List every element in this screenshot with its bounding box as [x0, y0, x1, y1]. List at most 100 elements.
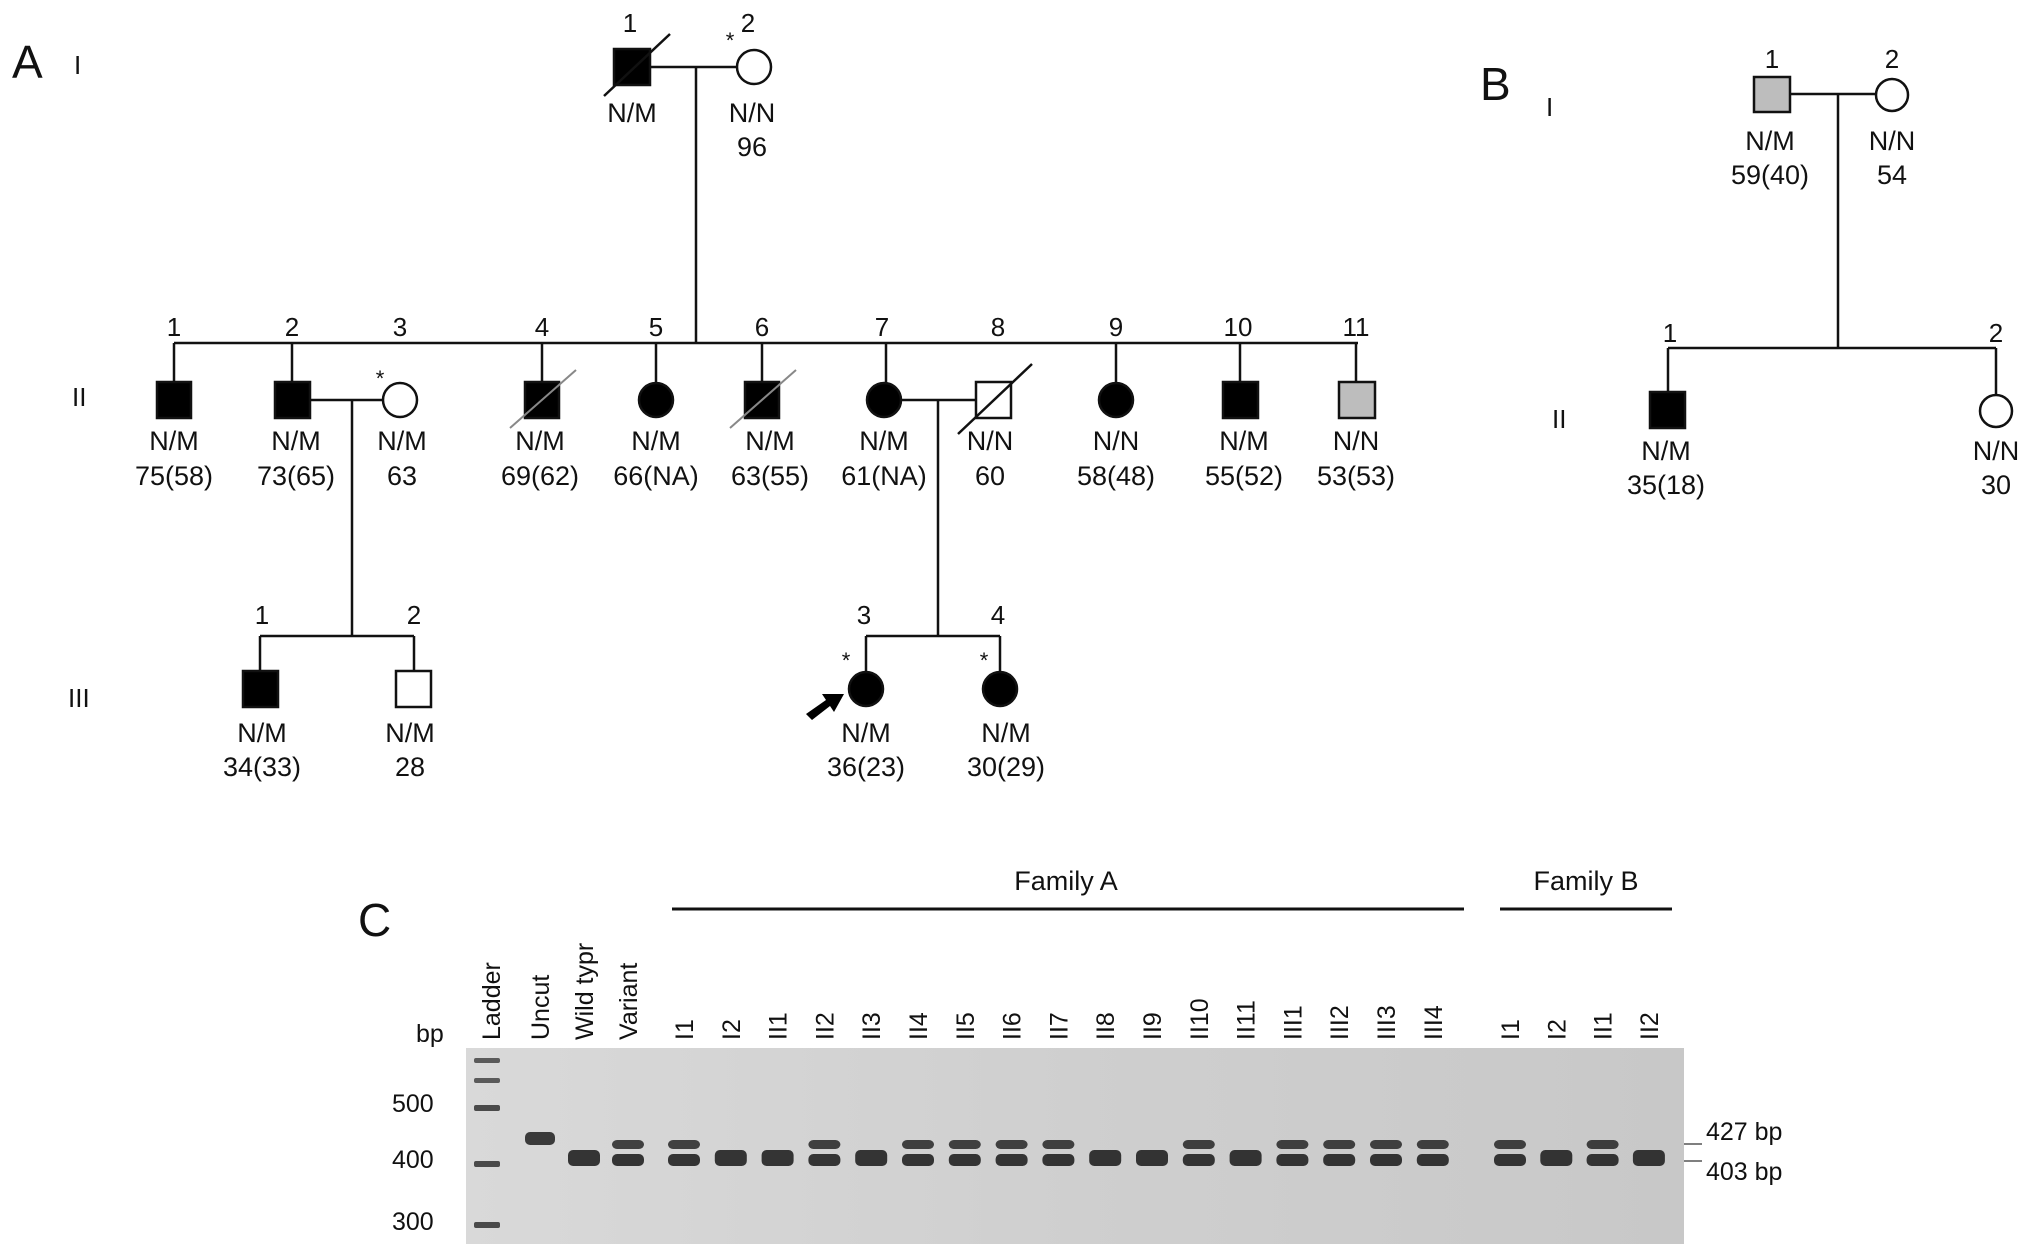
age-label: 63	[387, 461, 417, 491]
individual-a-III-3: 3 * N/M 36(23)	[806, 600, 905, 782]
lane-label: II1	[1590, 1012, 1618, 1040]
genotype-label: N/M	[385, 718, 435, 748]
gel-band	[1494, 1154, 1526, 1166]
lane-label: II3	[858, 1012, 886, 1040]
individual-number: 1	[255, 600, 269, 630]
generation-label-a-3: III	[68, 683, 90, 713]
gel-band	[612, 1154, 644, 1166]
family-a-gel-label: Family A	[1014, 866, 1118, 896]
gel-band	[855, 1150, 888, 1166]
individual-a-II-6: 6 N/M 63(55)	[729, 312, 809, 491]
gel-band	[761, 1150, 794, 1166]
deceased-slash	[603, 33, 671, 97]
female-affected-symbol	[1097, 381, 1135, 419]
band-label-427: 427 bp	[1706, 1118, 1782, 1146]
star-marker: *	[376, 366, 385, 391]
band-label-403: 403 bp	[1706, 1158, 1782, 1186]
panel-a-label: A	[12, 36, 43, 88]
gel-band	[1136, 1150, 1168, 1166]
ladder-band	[474, 1078, 500, 1083]
individual-a-III-1: 1 N/M 34(33)	[223, 600, 301, 782]
age-label: 69(62)	[501, 461, 579, 491]
lane-label: Variant	[615, 963, 643, 1040]
female-affected-symbol	[847, 670, 885, 708]
individual-a-II-8: 8 N/N 60	[957, 312, 1033, 491]
panel-b: B I II 1 N/M 59(40) 2 N/N 54 1 N/M 35(18…	[1480, 44, 2019, 500]
genotype-label: N/N	[1333, 426, 1380, 456]
age-label: 34(33)	[223, 752, 301, 782]
genotype-label: N/M	[237, 718, 287, 748]
lane-label: II7	[1045, 1012, 1073, 1040]
male-uncertain-symbol	[1752, 75, 1792, 114]
gel-bands	[525, 1132, 1665, 1166]
lane-label: III4	[1420, 1005, 1448, 1040]
individual-number: 2	[407, 600, 421, 630]
genotype-label: N/M	[271, 426, 321, 456]
genotype-label: N/M	[1641, 436, 1691, 466]
individual-a-II-10: 10 N/M 55(52)	[1205, 312, 1283, 491]
individual-number: 2	[285, 312, 299, 342]
age-label: 66(NA)	[613, 461, 699, 491]
individual-a-II-11: 11 N/N 53(53)	[1317, 312, 1395, 491]
lane-label: II2	[1636, 1012, 1664, 1040]
lane-label: I1	[1497, 1019, 1525, 1040]
female-affected-symbol	[865, 381, 903, 419]
age-label: 30	[1981, 470, 2011, 500]
individual-number: 3	[393, 312, 407, 342]
male-affected-symbol	[612, 47, 652, 87]
lane-label: III2	[1326, 1005, 1354, 1040]
lane-label: II8	[1092, 1012, 1120, 1040]
gel-band	[902, 1154, 934, 1166]
individual-number: 2	[1989, 318, 2003, 348]
genotype-label: N/M	[631, 426, 681, 456]
ladder-label: Ladder	[478, 962, 506, 1040]
genotype-label: N/M	[1745, 126, 1795, 156]
individual-b-I-1: 1 N/M 59(40)	[1731, 44, 1809, 190]
lane-label: II5	[952, 1012, 980, 1040]
individual-a-II-9: 9 N/N 58(48)	[1077, 312, 1155, 491]
lane-label: Uncut	[527, 975, 555, 1040]
generation-label-a-1: I	[74, 50, 81, 80]
lane-label: III1	[1279, 1005, 1307, 1040]
gel-band	[1323, 1140, 1356, 1149]
genotype-label: N/N	[1093, 426, 1140, 456]
deceased-slash	[509, 369, 577, 429]
ladder-band	[474, 1058, 500, 1063]
gel-band	[948, 1154, 981, 1166]
lane-label: II1	[765, 1012, 793, 1040]
individual-number: 2	[1885, 44, 1899, 74]
age-label: 36(23)	[827, 752, 905, 782]
bp-axis-label: bp	[416, 1020, 444, 1048]
age-label: 54	[1877, 160, 1907, 190]
lane-label: II11	[1233, 1000, 1261, 1040]
size-label-400: 400	[392, 1146, 434, 1174]
age-label: 58(48)	[1077, 461, 1155, 491]
gel-band	[1370, 1140, 1402, 1149]
male-affected-symbol	[1221, 380, 1260, 420]
individual-a-II-2: 2 N/M 73(65)	[257, 312, 335, 491]
gel-band	[1540, 1150, 1573, 1166]
genotype-label: N/M	[841, 718, 891, 748]
individual-a-II-5: 5 N/M 66(NA)	[613, 312, 699, 491]
gel-band	[568, 1150, 600, 1166]
individual-a-III-4: 4 * N/M 30(29)	[967, 600, 1045, 782]
gel-band	[525, 1132, 555, 1145]
generation-label-b-2: II	[1552, 404, 1566, 434]
male-affected-symbol	[273, 380, 312, 420]
age-label: 63(55)	[731, 461, 809, 491]
male-affected-symbol	[155, 380, 193, 420]
gel-band	[1323, 1154, 1356, 1166]
star-marker: *	[726, 28, 735, 53]
genotype-label: N/N	[967, 426, 1014, 456]
generation-label-b-1: I	[1546, 92, 1553, 122]
lane-label: II6	[999, 1012, 1027, 1040]
ladder-band	[474, 1105, 500, 1111]
female-unaffected-symbol	[735, 48, 773, 86]
individual-number: 10	[1224, 312, 1253, 342]
gel-band	[1370, 1154, 1402, 1166]
lane-label: I1	[671, 1019, 699, 1040]
lane-label: II10	[1186, 998, 1214, 1040]
individual-number: 2	[741, 8, 755, 38]
